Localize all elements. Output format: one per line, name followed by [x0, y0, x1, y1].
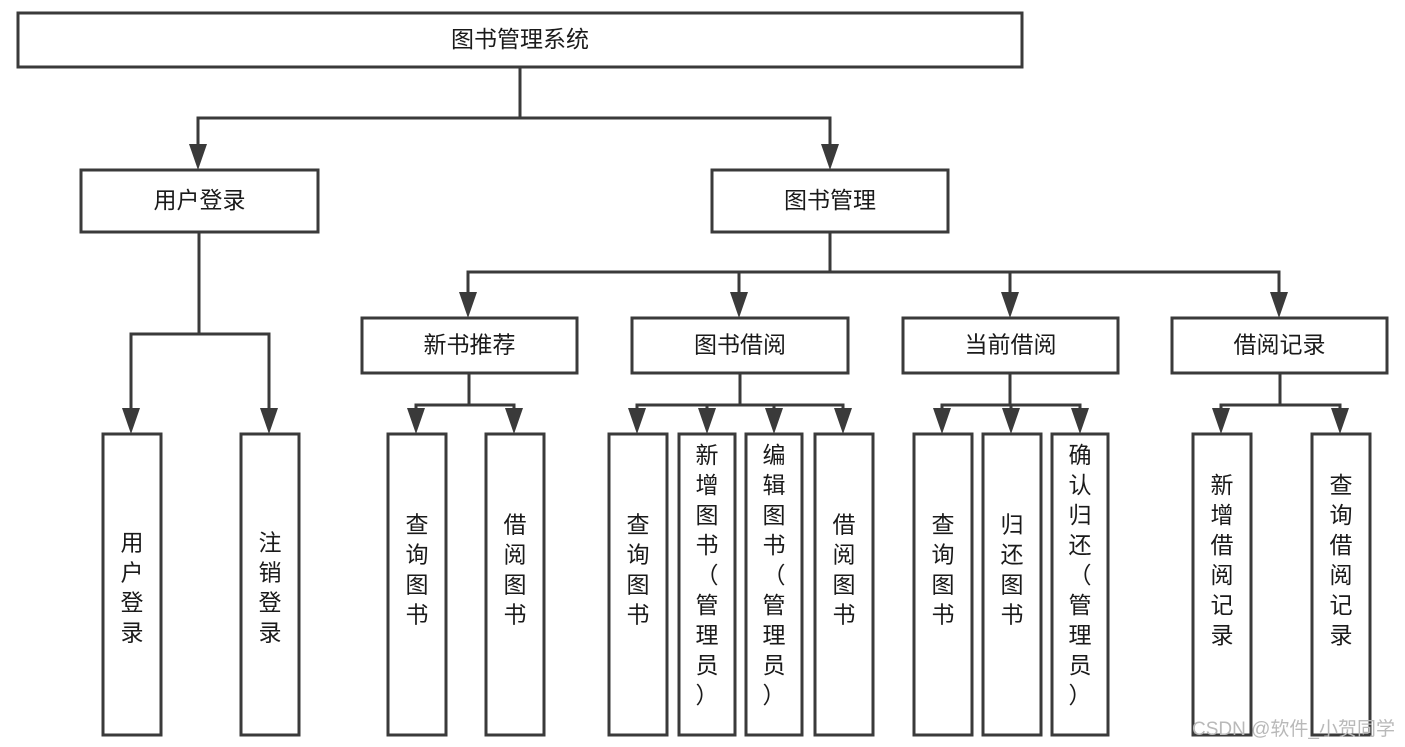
- node-box[interactable]: [1050, 432, 1110, 737]
- connector-arrow-icon: [628, 408, 646, 434]
- node-box[interactable]: [484, 432, 546, 737]
- node-box[interactable]: [912, 432, 974, 737]
- node-label: 用户登录: [121, 529, 144, 645]
- node-leaf-leaf-edit-book[interactable]: 编辑图书（管理员）: [744, 432, 804, 737]
- connector-arrow-icon: [122, 408, 140, 434]
- node-leaf-leaf-logout[interactable]: 注销登录: [239, 432, 301, 737]
- connector-arrow-icon: [1002, 408, 1020, 434]
- connector-root-to-level2: [189, 65, 839, 170]
- node-box[interactable]: [1310, 432, 1372, 737]
- node-level3-current-borrow[interactable]: 当前借阅: [901, 316, 1120, 375]
- node-level3-borrow-record[interactable]: 借阅记录: [1170, 316, 1389, 375]
- node-label: 借阅图书: [504, 511, 527, 627]
- node-label: 图书管理: [784, 187, 876, 213]
- connector-arrow-icon: [1001, 292, 1019, 318]
- connector-newbook-to-leaves: [407, 371, 523, 434]
- node-box[interactable]: [16, 11, 1024, 69]
- node-label: 图书借阅: [694, 332, 786, 358]
- connector-arrow-icon: [933, 408, 951, 434]
- connector-arrow-icon: [505, 408, 523, 434]
- node-layer: 图书管理系统用户登录图书管理新书推荐图书借阅当前借阅借阅记录用户登录注销登录查询…: [16, 11, 1389, 737]
- connector-arrow-icon: [730, 292, 748, 318]
- node-root-root[interactable]: 图书管理系统: [16, 11, 1024, 69]
- node-label: 注销登录: [259, 529, 282, 645]
- node-box[interactable]: [813, 432, 875, 737]
- connector-borrowrecord-to-leaves: [1212, 371, 1349, 434]
- node-label: 当前借阅: [965, 332, 1057, 358]
- node-leaf-leaf-query-book-borrow[interactable]: 查询图书: [607, 432, 669, 737]
- node-box[interactable]: [677, 432, 737, 737]
- node-level2-user-login[interactable]: 用户登录: [79, 168, 320, 234]
- node-label: 编辑图书（管理员）: [763, 442, 786, 708]
- node-box[interactable]: [360, 316, 579, 375]
- node-label: 用户登录: [154, 187, 246, 213]
- connector-arrow-icon: [189, 144, 207, 170]
- node-leaf-leaf-borrow-book-rec[interactable]: 借阅图书: [484, 432, 546, 737]
- node-label: 借阅图书: [833, 511, 856, 627]
- node-level3-new-book-recommend[interactable]: 新书推荐: [360, 316, 579, 375]
- connector-arrow-icon: [765, 408, 783, 434]
- node-leaf-leaf-query-record[interactable]: 查询借阅记录: [1310, 432, 1372, 737]
- connector-arrow-icon: [1212, 408, 1230, 434]
- node-label: 新书推荐: [424, 332, 516, 358]
- connector-layer: [122, 65, 1349, 434]
- connector-arrow-icon: [1270, 292, 1288, 318]
- node-leaf-leaf-add-book[interactable]: 新增图书（管理员）: [677, 432, 737, 737]
- connector-arrow-icon: [459, 292, 477, 318]
- node-box[interactable]: [1191, 432, 1253, 737]
- connector-userlogin-to-leaves: [122, 230, 278, 434]
- node-box[interactable]: [744, 432, 804, 737]
- node-level3-book-borrow[interactable]: 图书借阅: [630, 316, 850, 375]
- node-box[interactable]: [1170, 316, 1389, 375]
- watermark-text: CSDN @软件_小贺同学: [1192, 719, 1395, 740]
- node-box[interactable]: [981, 432, 1043, 737]
- node-leaf-leaf-user-login[interactable]: 用户登录: [101, 432, 163, 737]
- node-box[interactable]: [630, 316, 850, 375]
- node-label: 新增借阅记录: [1211, 472, 1234, 648]
- node-box[interactable]: [79, 168, 320, 234]
- node-label: 借阅记录: [1234, 332, 1326, 358]
- node-label: 查询借阅记录: [1330, 472, 1353, 648]
- connector-arrow-icon: [698, 408, 716, 434]
- node-leaf-leaf-borrow-book[interactable]: 借阅图书: [813, 432, 875, 737]
- connector-arrow-icon: [834, 408, 852, 434]
- node-label: 查询图书: [627, 511, 650, 627]
- node-box[interactable]: [607, 432, 669, 737]
- node-leaf-leaf-query-book-rec[interactable]: 查询图书: [386, 432, 448, 737]
- connector-arrow-icon: [1331, 408, 1349, 434]
- node-label: 查询图书: [406, 511, 429, 627]
- node-box[interactable]: [386, 432, 448, 737]
- connector-bookborrow-to-leaves: [628, 371, 852, 434]
- node-level2-book-management[interactable]: 图书管理: [710, 168, 950, 234]
- node-leaf-leaf-return-book[interactable]: 归还图书: [981, 432, 1043, 737]
- connector-arrow-icon: [407, 408, 425, 434]
- node-label: 图书管理系统: [451, 26, 589, 52]
- connector-arrow-icon: [260, 408, 278, 434]
- node-leaf-leaf-query-book-cur[interactable]: 查询图书: [912, 432, 974, 737]
- node-label: 确认归还（管理员）: [1069, 442, 1092, 708]
- node-label: 归还图书: [1001, 511, 1024, 627]
- node-box[interactable]: [901, 316, 1120, 375]
- node-box[interactable]: [710, 168, 950, 234]
- connector-arrow-icon: [821, 144, 839, 170]
- node-label: 新增图书（管理员）: [696, 442, 719, 708]
- node-label: 查询图书: [932, 511, 955, 627]
- node-box[interactable]: [239, 432, 301, 737]
- node-leaf-leaf-add-record[interactable]: 新增借阅记录: [1191, 432, 1253, 737]
- node-leaf-leaf-confirm-return[interactable]: 确认归还（管理员）: [1050, 432, 1110, 737]
- node-box[interactable]: [101, 432, 163, 737]
- connector-currentborrow-to-leaves: [933, 371, 1089, 434]
- connector-arrow-icon: [1071, 408, 1089, 434]
- connector-bookmgmt-to-level3: [459, 230, 1288, 318]
